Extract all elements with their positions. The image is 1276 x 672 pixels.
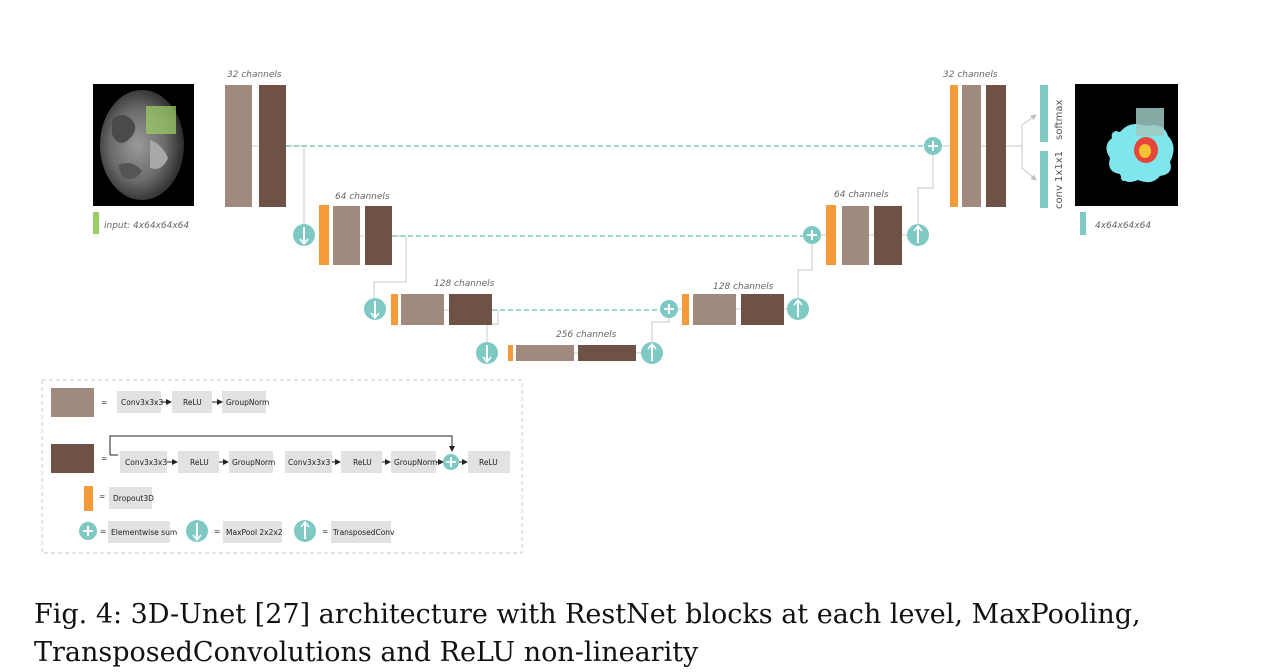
transposed-conv-icon bbox=[641, 342, 663, 364]
unet-architecture-diagram: input: 4x64x64x64 4x64x64x64 bbox=[41, 70, 1178, 554]
legend-eq: = bbox=[99, 492, 105, 501]
legend-row2-conv1: Conv3x3x3 bbox=[125, 458, 167, 467]
conv-block-light bbox=[516, 345, 574, 361]
level1-decoder-label: 32 channels bbox=[943, 70, 998, 80]
elementwise-sum-icon bbox=[924, 137, 942, 155]
resnet-block-dark bbox=[986, 85, 1006, 207]
level2-decoder-label: 64 channels bbox=[834, 190, 889, 200]
maxpool-icon bbox=[364, 298, 386, 320]
transposed-conv-icon bbox=[787, 298, 809, 320]
legend: = Conv3x3x3 ReLU GroupNorm = Conv3x3x3 R… bbox=[41, 379, 523, 554]
input-color-bar bbox=[93, 212, 99, 234]
resnet-block-dark bbox=[365, 206, 392, 265]
conv1x1-bar bbox=[1040, 151, 1048, 208]
legend-row1-conv: Conv3x3x3 bbox=[121, 398, 163, 407]
maxpool-icon bbox=[293, 224, 315, 246]
dropout-block bbox=[319, 205, 329, 265]
legend-row1-relu: ReLU bbox=[183, 398, 202, 407]
caption-line-1: Fig. 4: 3D-Unet [27] architecture with R… bbox=[34, 599, 1141, 630]
legend-light-block bbox=[51, 388, 94, 417]
bottleneck-label: 256 channels bbox=[556, 330, 617, 340]
level2-encoder-label: 64 channels bbox=[335, 192, 390, 202]
dropout-block bbox=[682, 294, 689, 325]
elementwise-sum-icon bbox=[660, 300, 678, 318]
legend-maxpool-icon bbox=[186, 520, 208, 542]
dropout-block bbox=[950, 85, 958, 207]
dropout-block bbox=[826, 205, 836, 265]
softmax-bar bbox=[1040, 85, 1048, 142]
level1-encoder-label: 32 channels bbox=[227, 70, 282, 80]
conv-block-light bbox=[401, 294, 444, 325]
caption-line-2: TransposedConvolutions and ReLU non-line… bbox=[34, 637, 699, 668]
legend-eq: = bbox=[101, 398, 107, 407]
legend-row2-groupnorm1: GroupNorm bbox=[232, 458, 275, 467]
softmax-label: softmax bbox=[1054, 100, 1065, 140]
legend-eq: = bbox=[322, 527, 328, 536]
dropout-block bbox=[391, 294, 398, 325]
legend-row2-relu1: ReLU bbox=[190, 458, 209, 467]
legend-transposed-conv-icon bbox=[294, 520, 316, 542]
elementwise-sum-icon bbox=[803, 226, 821, 244]
level3-decoder-label: 128 channels bbox=[713, 282, 774, 292]
legend-row2-relu3: ReLU bbox=[479, 458, 498, 467]
input-mri-image bbox=[93, 84, 194, 206]
legend-dark-block bbox=[51, 444, 94, 473]
input-label: input: 4x64x64x64 bbox=[104, 221, 189, 231]
legend-sum-label: Elementwise sum bbox=[111, 528, 177, 537]
figure-caption: Fig. 4: 3D-Unet [27] architecture with R… bbox=[34, 596, 1264, 672]
conv-block-light bbox=[333, 206, 360, 265]
resnet-block-dark bbox=[741, 294, 784, 325]
legend-row2-groupnorm2: GroupNorm bbox=[394, 458, 437, 467]
output-label: 4x64x64x64 bbox=[1095, 221, 1151, 231]
conv1x1-label: conv 1x1x1 bbox=[1054, 151, 1065, 209]
legend-maxpool-label: MaxPool 2x2x2 bbox=[226, 528, 283, 537]
maxpool-icon bbox=[476, 342, 498, 364]
dropout-block bbox=[508, 345, 513, 361]
conv-block-light bbox=[842, 206, 869, 265]
level3-encoder-label: 128 channels bbox=[434, 279, 495, 289]
resnet-block-dark bbox=[578, 345, 636, 361]
legend-sum-icon bbox=[443, 454, 459, 470]
legend-eq: = bbox=[100, 527, 106, 536]
legend-transposed-label: TransposedConv bbox=[332, 528, 395, 537]
output-color-bar bbox=[1080, 212, 1086, 235]
output-segmentation-image bbox=[1075, 84, 1178, 206]
conv-block-light bbox=[225, 85, 252, 207]
legend-row1-groupnorm: GroupNorm bbox=[226, 398, 269, 407]
legend-eq: = bbox=[101, 454, 107, 463]
legend-row2-relu2: ReLU bbox=[353, 458, 372, 467]
resnet-block-dark bbox=[259, 85, 286, 207]
legend-dropout-bar bbox=[84, 486, 93, 511]
legend-sum-icon bbox=[79, 522, 97, 540]
resnet-block-dark bbox=[449, 294, 492, 325]
legend-eq: = bbox=[214, 527, 220, 536]
legend-row2-conv2: Conv3x3x3 bbox=[288, 458, 330, 467]
conv-block-light bbox=[693, 294, 736, 325]
transposed-conv-icon bbox=[907, 224, 929, 246]
legend-dropout-label: Dropout3D bbox=[113, 494, 154, 503]
resnet-block-dark bbox=[874, 206, 902, 265]
conv-block-light bbox=[962, 85, 981, 207]
